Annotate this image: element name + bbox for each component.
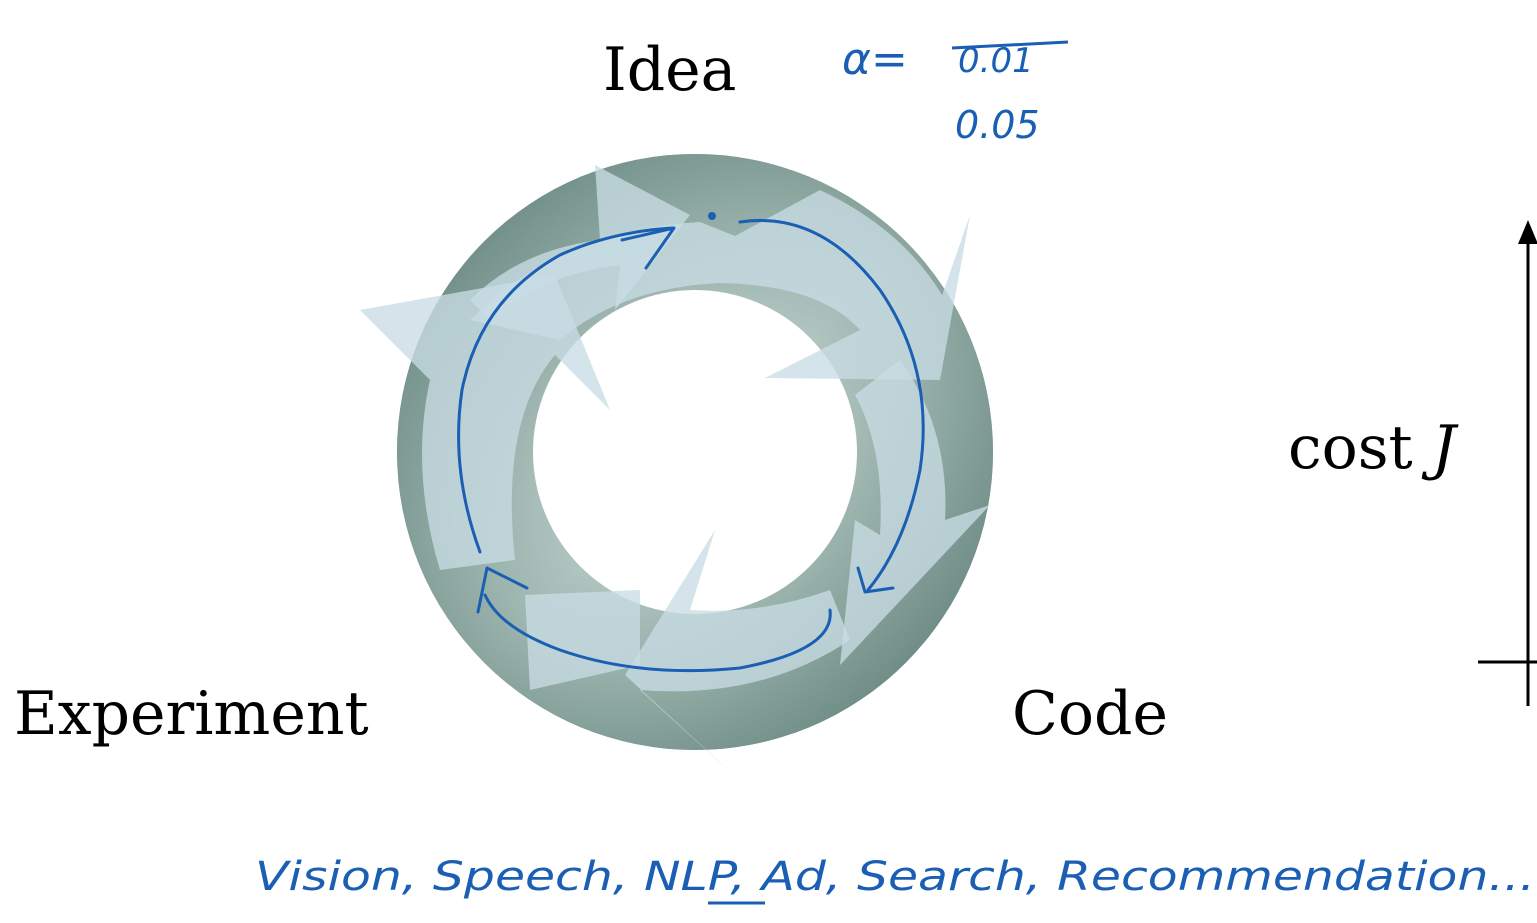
node-experiment: Experiment bbox=[14, 679, 369, 749]
loop-dot bbox=[708, 212, 716, 220]
alpha-strikethrough bbox=[951, 40, 1069, 50]
cycle-arrow-top bbox=[470, 190, 970, 380]
loop-experiment-to-idea bbox=[457, 226, 674, 554]
domains-line: Vision, Speech, NLP, Ad, Search, Recomme… bbox=[255, 854, 1535, 900]
loop-idea-to-code bbox=[738, 218, 925, 592]
node-code: Code bbox=[1012, 679, 1168, 749]
node-idea: Idea bbox=[603, 35, 737, 105]
cost-axis-text: cost bbox=[1288, 413, 1413, 483]
loop-code-to-experiment bbox=[483, 593, 832, 673]
cycle-arrow-bottom bbox=[625, 530, 850, 790]
cost-axis-variable: J bbox=[1431, 413, 1456, 483]
cost-axis-label: cost J bbox=[1288, 418, 1456, 478]
alpha-new-value: 0.05 bbox=[955, 103, 1040, 147]
loop-arrowhead-code bbox=[856, 566, 895, 594]
domains-annotation: Vision, Speech, NLP, Ad, Search, Recomme… bbox=[255, 854, 1535, 905]
alpha-annotation: α= 0.01 0.05 bbox=[842, 34, 1069, 147]
alpha-symbol: α= bbox=[842, 34, 908, 85]
loop-arrowhead-idea bbox=[620, 226, 676, 270]
hand-drawn-loop bbox=[457, 212, 925, 673]
loop-arrowhead-experiment bbox=[476, 566, 529, 614]
cost-axis bbox=[1478, 220, 1537, 706]
cycle-arrow-left bbox=[360, 275, 610, 570]
cost-axis-arrowhead bbox=[1518, 220, 1537, 244]
